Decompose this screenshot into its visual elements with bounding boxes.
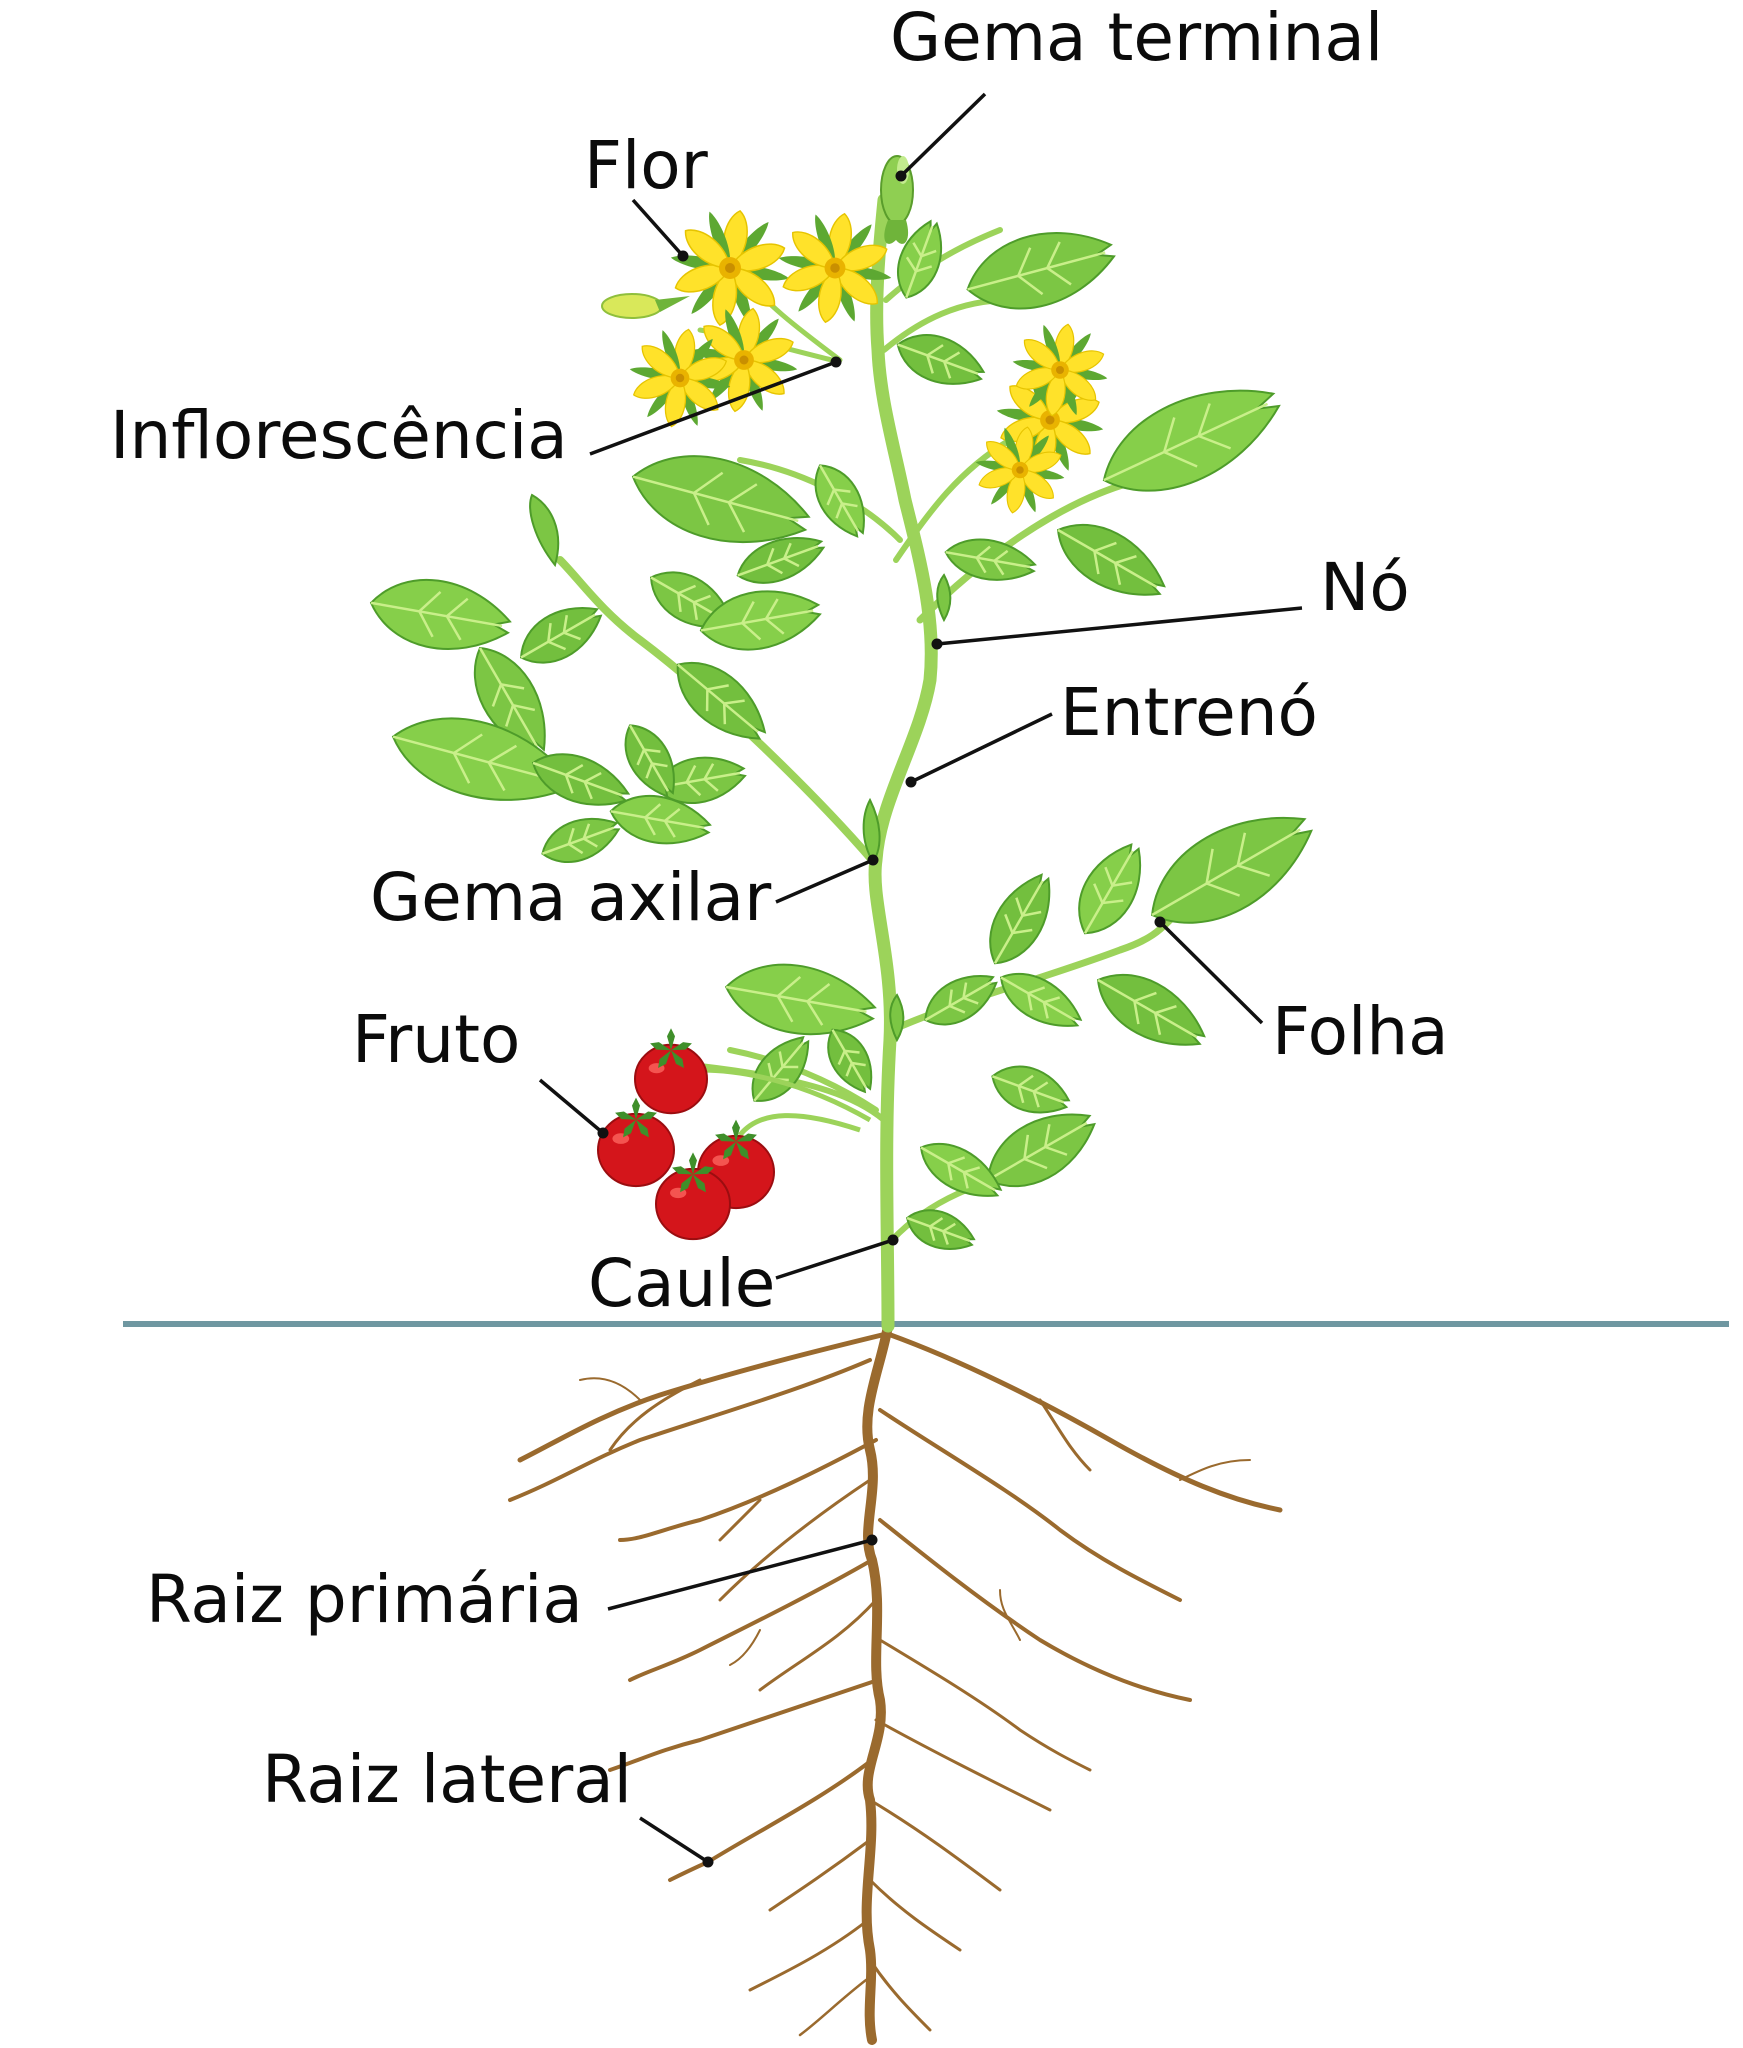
- flower: [670, 209, 790, 327]
- lateral-root: [718, 1478, 872, 1602]
- lateral-root: [874, 1718, 1052, 1812]
- label-no: Nó: [1320, 549, 1410, 626]
- lateral-root: [868, 1878, 962, 1952]
- lateral-root: [718, 1498, 762, 1542]
- tomato-fruit: [597, 1097, 675, 1188]
- leaf: [814, 464, 865, 538]
- lateral-root: [878, 1408, 1182, 1602]
- branch-tip-bud: [529, 493, 560, 568]
- primary-root: [861, 1321, 893, 2045]
- leaf: [966, 232, 1116, 310]
- leaf: [676, 662, 767, 740]
- lateral-root: [878, 1638, 1092, 1772]
- lateral-root: [517, 1331, 889, 1463]
- leaf: [541, 817, 621, 863]
- label-folha: Folha: [1272, 993, 1449, 1070]
- leaf: [631, 455, 811, 544]
- leaf: [699, 590, 822, 651]
- flowers: [629, 209, 1108, 514]
- flower-bud: [601, 293, 663, 319]
- lateral-root: [748, 1918, 870, 1992]
- label-gema-terminal: Gema terminal: [890, 0, 1383, 76]
- leaf: [1096, 973, 1206, 1046]
- main-stem: [868, 193, 938, 1333]
- label-raiz-primaria: Raiz primária: [146, 1561, 583, 1638]
- leaf: [944, 538, 1037, 581]
- label-flor: Flor: [584, 127, 709, 204]
- lateral-root: [618, 1438, 878, 1542]
- label-fruto: Fruto: [352, 1001, 520, 1078]
- flower: [778, 212, 892, 324]
- leader-lines: [538, 92, 1303, 1868]
- leaf: [724, 963, 877, 1036]
- leaf: [989, 873, 1051, 965]
- lateral-root: [608, 1678, 880, 1772]
- lateral-root: [768, 1838, 872, 1912]
- leaf: [924, 975, 998, 1026]
- lateral-root: [868, 1798, 1002, 1892]
- leaf: [751, 1035, 810, 1102]
- labels: Gema terminal Flor Inflorescência Nó Ent…: [110, 0, 1449, 1818]
- flower: [690, 307, 798, 413]
- leaf: [624, 724, 675, 798]
- lateral-root: [758, 1598, 878, 1692]
- lateral-root: [508, 1358, 872, 1502]
- label-entreno: Entrenó: [1060, 674, 1318, 751]
- lateral-root: [1038, 1398, 1092, 1472]
- lateral-root: [668, 1758, 874, 1882]
- leaf: [905, 1209, 976, 1250]
- tomato-fruit: [634, 1028, 708, 1115]
- leaf: [991, 1065, 1071, 1114]
- leaf: [1102, 389, 1281, 492]
- lateral-root: [798, 1978, 868, 2037]
- leaves: [369, 219, 1313, 1250]
- leaf: [999, 972, 1083, 1027]
- leaf: [1078, 843, 1141, 935]
- lateral-root: [1179, 1459, 1251, 1481]
- leaf: [531, 753, 631, 806]
- leaf: [1150, 816, 1313, 924]
- lateral-root: [579, 1377, 641, 1401]
- flower: [1012, 323, 1108, 417]
- leaf: [519, 607, 603, 664]
- lateral-root: [878, 1518, 1192, 1702]
- leaf: [473, 646, 546, 756]
- leaf: [736, 537, 826, 584]
- fruits: [597, 1028, 872, 1241]
- label-caule: Caule: [588, 1245, 775, 1322]
- lateral-root: [868, 1958, 932, 2032]
- leaf: [609, 794, 712, 845]
- leaf: [1056, 523, 1166, 596]
- leaf: [919, 1142, 1003, 1197]
- leaf: [896, 334, 986, 385]
- label-inflorescencia: Inflorescência: [110, 397, 568, 474]
- axillary-bud-upper: [936, 573, 952, 623]
- lateral-root: [999, 1589, 1021, 1641]
- flower: [975, 426, 1065, 514]
- lateral-root: [885, 1331, 1283, 1513]
- leaf: [986, 1113, 1096, 1188]
- lateral-root: [608, 1378, 702, 1452]
- leaf: [897, 219, 943, 299]
- lateral-root: [628, 1558, 874, 1682]
- leaf: [827, 1028, 873, 1094]
- label-raiz-lateral: Raiz lateral: [262, 1741, 632, 1818]
- label-gema-axilar: Gema axilar: [370, 859, 772, 936]
- flower: [629, 328, 731, 428]
- tomato-fruit: [655, 1152, 731, 1241]
- flower-bud-sepals: [655, 296, 690, 312]
- axillary-bud: [862, 797, 881, 864]
- root-system: [508, 1321, 1283, 2045]
- leaf: [369, 578, 512, 650]
- lateral-root: [729, 1629, 761, 1666]
- axillary-bud-right: [889, 993, 905, 1043]
